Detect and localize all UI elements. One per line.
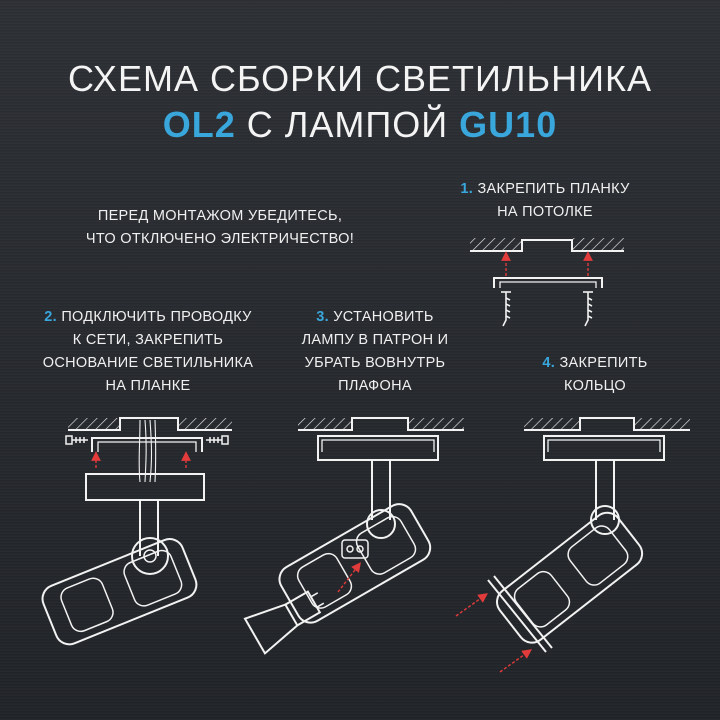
fixture-base — [543, 435, 665, 461]
step-2-line-1: ПОДКЛЮЧИТЬ ПРОВОДКУ — [61, 309, 252, 325]
ceiling-hatch — [470, 238, 522, 251]
step-2-number: 2. — [44, 309, 57, 325]
mounting-plate — [493, 277, 603, 288]
warning-line-2: ЧТО ОТКЛЮЧЕНО ЭЛЕКТРИЧЕСТВО! — [85, 231, 355, 247]
ceiling-surface — [524, 417, 690, 431]
lamp-housing — [278, 503, 432, 624]
ceiling-surface — [470, 239, 624, 252]
ceiling-surface — [298, 417, 464, 431]
wires — [138, 419, 157, 483]
step-3-diagram — [243, 417, 464, 655]
step-3-line-4: ПЛАФОНА — [338, 378, 412, 394]
step-2-line-3: ОСНОВАНИЕ СВЕТИЛЬНИКА — [42, 355, 254, 371]
fixture-stem — [139, 500, 159, 556]
step-4-number: 4. — [542, 355, 556, 371]
fixing-ring — [487, 575, 553, 653]
step-3-number: 3. — [316, 309, 329, 325]
step-2-line-4: НА ПЛАНКЕ — [105, 378, 191, 394]
lamp-housing — [496, 511, 644, 644]
screw-icon — [501, 291, 511, 327]
mounting-plate — [91, 437, 203, 452]
lamp-housing — [41, 538, 198, 646]
title-connector: С ЛАМПОЙ — [235, 104, 460, 145]
step-1-number: 1. — [460, 181, 474, 197]
step-1-line-1: ЗАКРЕПИТЬ ПЛАНКУ — [477, 181, 630, 197]
lamp-type: GU10 — [459, 104, 558, 145]
step-4-diagram — [455, 417, 690, 673]
step-4-line-2: КОЛЬЦО — [564, 378, 626, 394]
mounting-plate-inner — [499, 281, 597, 288]
step-3-line-1: УСТАНОВИТЬ — [333, 309, 434, 325]
fixture-stem — [595, 460, 615, 520]
arrow-insert — [337, 562, 361, 593]
fixture-base — [317, 435, 439, 461]
step-3-line-3: УБРАТЬ ВОВНУТРЬ — [304, 355, 446, 371]
step-3-caption: 3. УСТАНОВИТЬ ЛАМПУ В ПАТРОН И УБРАТЬ ВО… — [275, 306, 475, 398]
step-1-caption: 1. ЗАКРЕПИТЬ ПЛАНКУ НА ПОТОЛКЕ — [430, 178, 660, 224]
step-4-caption: 4. ЗАКРЕПИТЬ КОЛЬЦО — [510, 352, 680, 398]
arrow-ring — [455, 593, 488, 617]
model-name: OL2 — [162, 104, 236, 145]
fixture-base — [85, 473, 205, 501]
screw-icon — [206, 435, 229, 445]
safety-warning: ПЕРЕД МОНТАЖОМ УБЕДИТЕСЬ, ЧТО ОТКЛЮЧЕНО … — [40, 205, 400, 251]
step-4-line-1: ЗАКРЕПИТЬ — [559, 355, 648, 371]
step-2-diagram — [41, 417, 232, 646]
step-1-diagram — [470, 238, 624, 327]
fixture-stem — [371, 460, 391, 520]
ceiling-hatch — [572, 238, 624, 251]
step-1-line-2: НА ПОТОЛКЕ — [497, 204, 593, 220]
screw-icon — [65, 435, 88, 445]
step-2-caption: 2. ПОДКЛЮЧИТЬ ПРОВОДКУ К СЕТИ, ЗАКРЕПИТЬ… — [18, 306, 278, 398]
title-line-2: OL2 С ЛАМПОЙ GU10 — [0, 104, 720, 146]
gu10-lamp-icon — [243, 590, 325, 655]
lamp-socket-icon — [341, 539, 369, 559]
step-3-line-2: ЛАМПУ В ПАТРОН И — [301, 332, 449, 348]
title-line-1: СХЕМА СБОРКИ СВЕТИЛЬНИКА — [67, 58, 653, 99]
ceiling-surface — [68, 417, 232, 431]
step-2-line-2: К СЕТИ, ЗАКРЕПИТЬ — [72, 332, 224, 348]
arrow-ring — [499, 649, 532, 673]
warning-line-1: ПЕРЕД МОНТАЖОМ УБЕДИТЕСЬ, — [97, 208, 343, 224]
screw-icon — [583, 291, 593, 327]
